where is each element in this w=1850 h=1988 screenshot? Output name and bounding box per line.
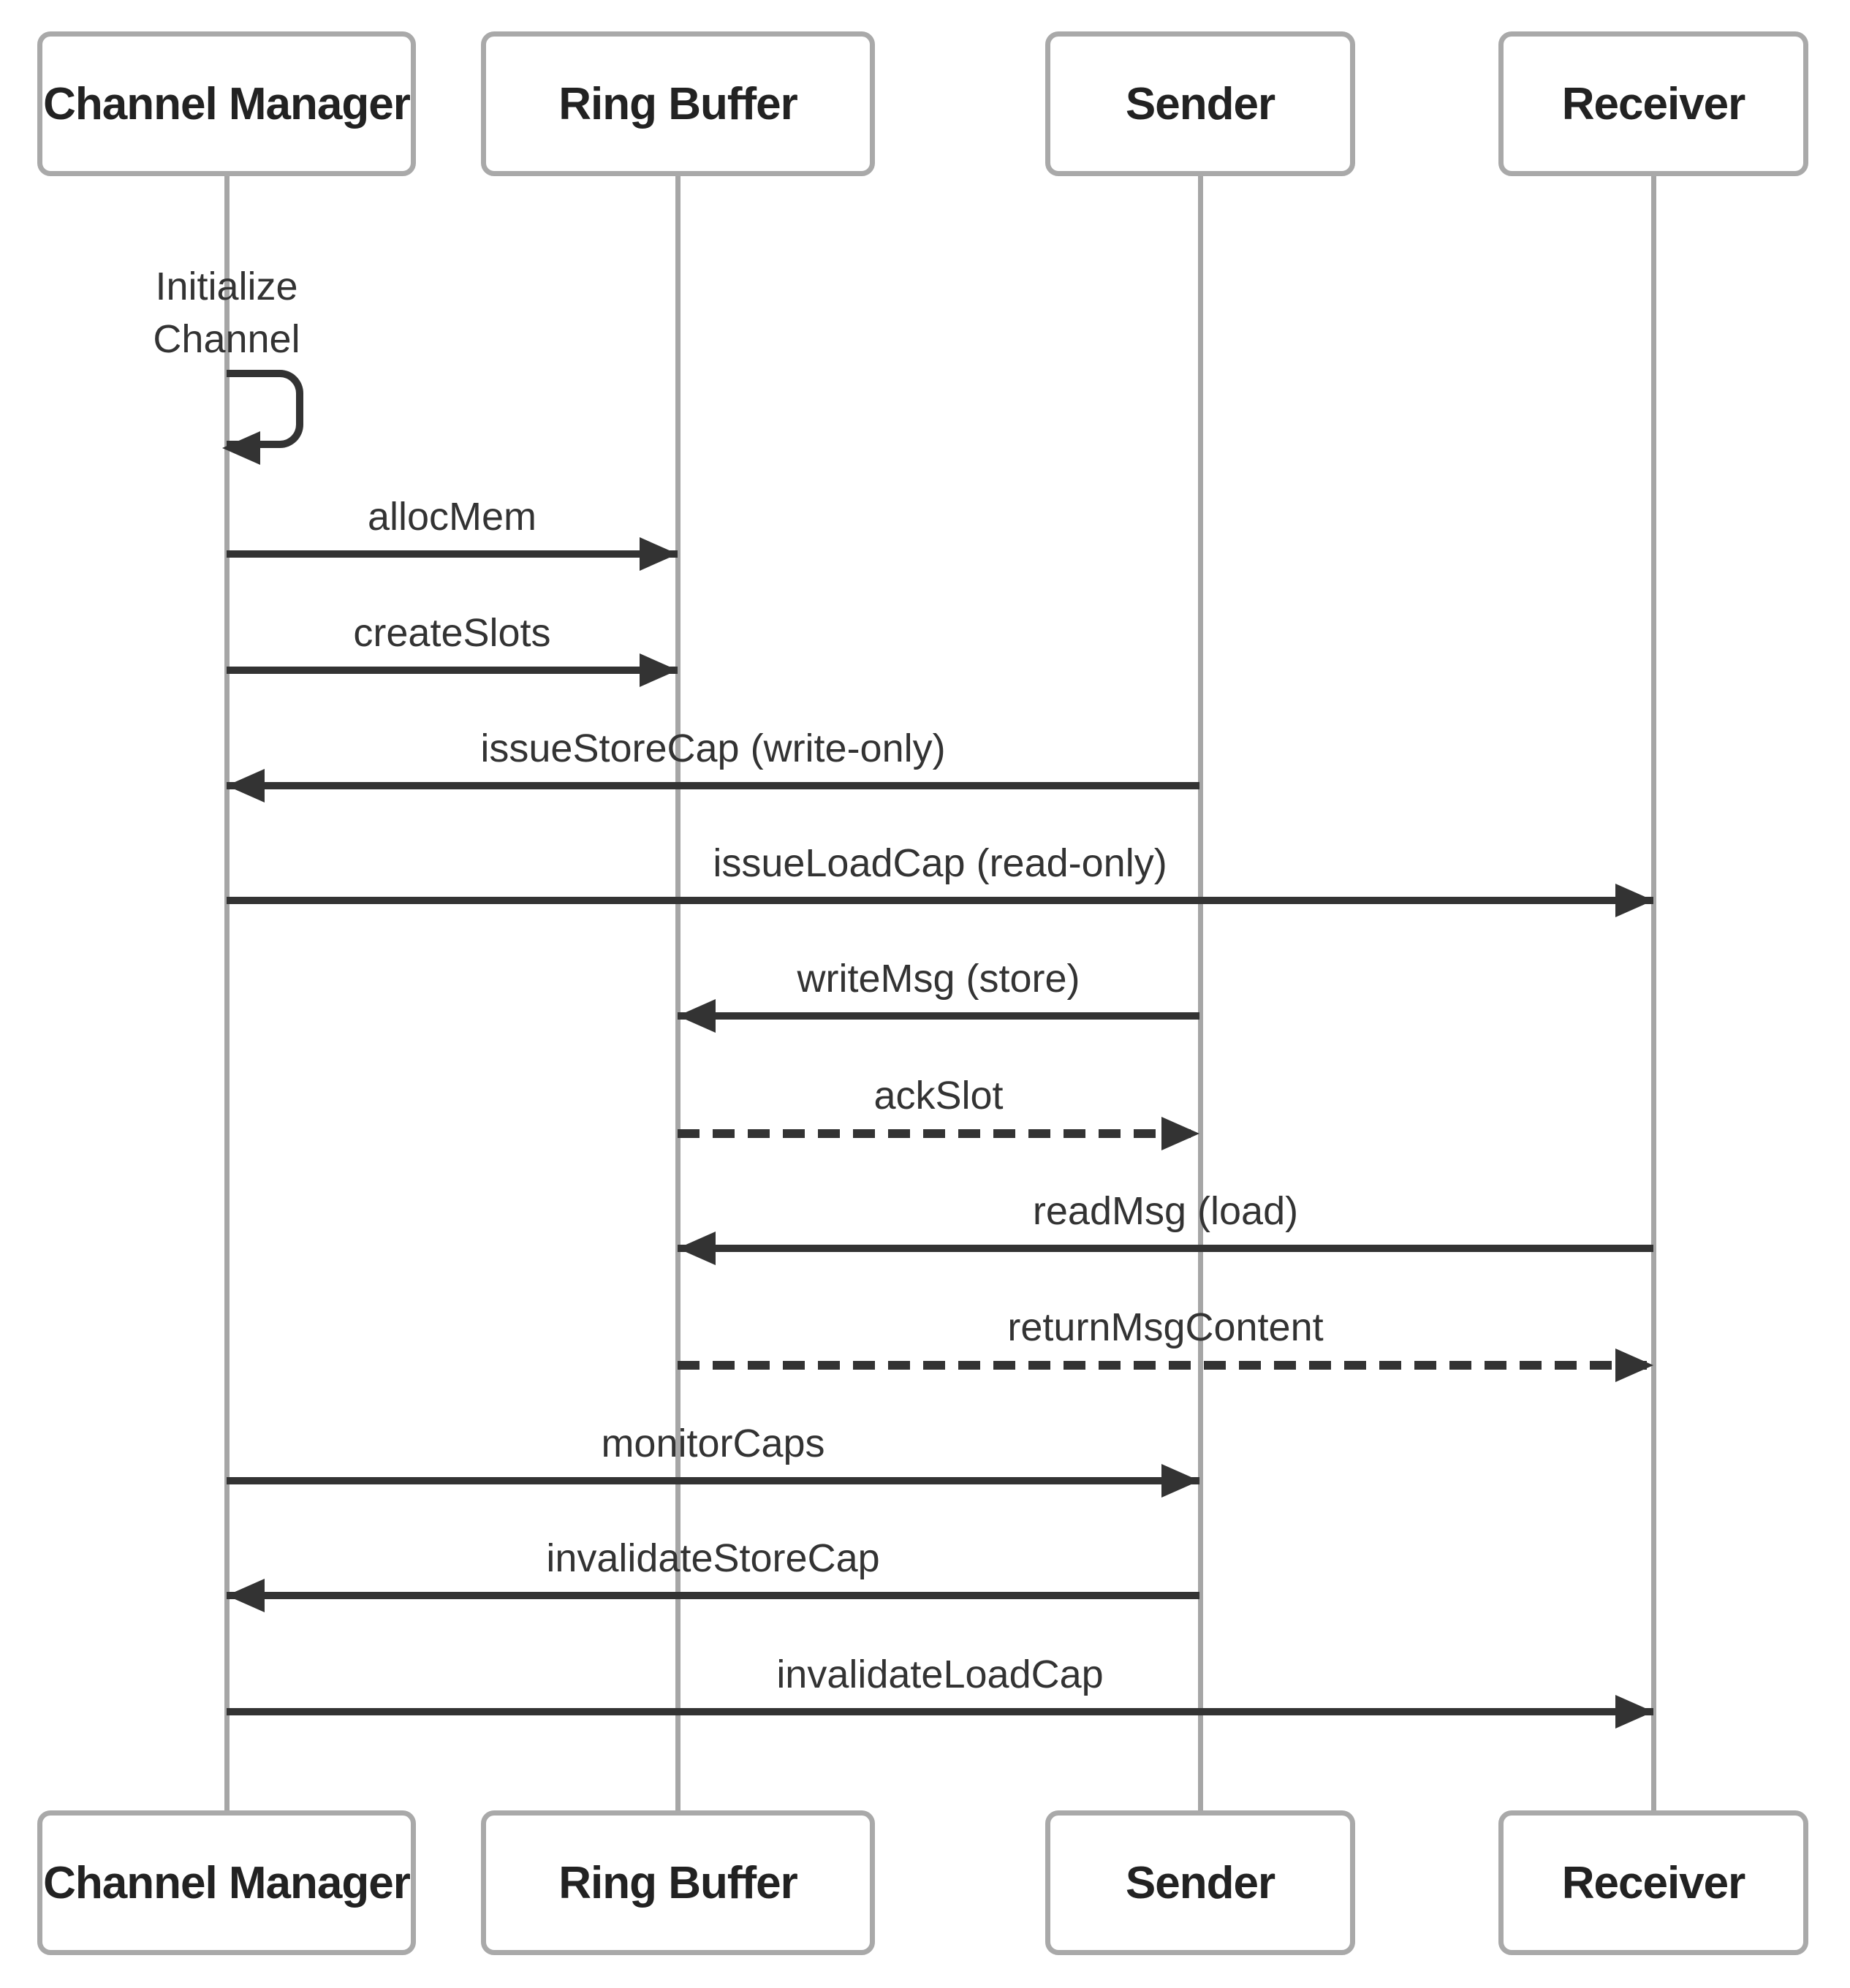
message-label: invalidateStoreCap xyxy=(546,1536,880,1580)
message-label: monitorCaps xyxy=(601,1422,825,1465)
arrowhead-icon xyxy=(678,999,716,1033)
actor-box-channel-manager-bottom: Channel Manager xyxy=(37,1810,416,1955)
arrowhead-icon xyxy=(1161,1117,1199,1150)
lifeline-channel-manager xyxy=(224,175,230,1811)
self-message-initialize-channel-label: Initialize Channel xyxy=(110,260,344,365)
message-arrow xyxy=(227,884,1653,917)
message-arrow xyxy=(227,1695,1653,1729)
message-label: allocMem xyxy=(367,495,537,539)
message-arrow xyxy=(227,1579,1199,1612)
message-arrow xyxy=(227,537,678,571)
lifeline-ring-buffer xyxy=(675,175,681,1811)
lifeline-sender xyxy=(1198,175,1203,1811)
message-arrow xyxy=(678,1232,1653,1265)
arrowhead-icon xyxy=(1161,1464,1199,1498)
message-arrow xyxy=(678,999,1199,1033)
message-invalidatestorecap: invalidateStoreCap xyxy=(227,1535,1199,1612)
message-label: createSlots xyxy=(353,611,551,655)
arrowhead-icon xyxy=(640,537,678,571)
arrowhead-icon xyxy=(222,431,260,465)
lifeline-receiver xyxy=(1651,175,1656,1811)
message-label: ackSlot xyxy=(873,1074,1004,1118)
actor-box-ring-buffer-bottom: Ring Buffer xyxy=(481,1810,875,1955)
message-arrow-dashed xyxy=(678,1117,1199,1150)
message-issueloadcap: issueLoadCap (read-only) xyxy=(227,840,1653,917)
message-label: readMsg (load) xyxy=(1032,1189,1299,1233)
actor-box-channel-manager-top: Channel Manager xyxy=(37,31,416,176)
arrowhead-icon xyxy=(678,1232,716,1265)
actor-box-receiver-top: Receiver xyxy=(1498,31,1808,176)
message-arrow xyxy=(227,653,678,687)
message-allocmem: allocMem xyxy=(227,493,678,571)
message-label: returnMsgContent xyxy=(1007,1305,1324,1349)
arrowhead-icon xyxy=(1615,1695,1653,1729)
self-message-loop-arrow xyxy=(222,370,303,465)
message-issuestorecap: issueStoreCap (write-only) xyxy=(227,725,1199,803)
arrowhead-icon xyxy=(227,1579,265,1612)
message-label: issueStoreCap (write-only) xyxy=(480,726,946,770)
actor-box-sender-bottom: Sender xyxy=(1045,1810,1355,1955)
message-readmsg: readMsg (load) xyxy=(678,1188,1653,1265)
message-arrow xyxy=(227,769,1199,803)
message-label: invalidateLoadCap xyxy=(776,1653,1104,1696)
actor-box-ring-buffer-top: Ring Buffer xyxy=(481,31,875,176)
message-ackslot: ackSlot xyxy=(678,1072,1199,1150)
arrowhead-icon xyxy=(227,769,265,803)
message-writemsg: writeMsg (store) xyxy=(678,955,1199,1033)
actor-box-receiver-bottom: Receiver xyxy=(1498,1810,1808,1955)
message-createslots: createSlots xyxy=(227,610,678,687)
arrowhead-icon xyxy=(1615,884,1653,917)
arrowhead-icon xyxy=(640,653,678,687)
message-label: issueLoadCap (read-only) xyxy=(713,841,1167,885)
message-arrow xyxy=(227,1464,1199,1498)
message-arrow-dashed xyxy=(678,1348,1653,1382)
self-message-label-line2: Channel xyxy=(153,317,300,361)
arrowhead-icon xyxy=(1615,1348,1653,1382)
message-monitorcaps: monitorCaps xyxy=(227,1420,1199,1498)
message-invalidateloadcap: invalidateLoadCap xyxy=(227,1651,1653,1729)
message-label: writeMsg (store) xyxy=(797,957,1080,1001)
message-returnmsgcontent: returnMsgContent xyxy=(678,1304,1653,1382)
actor-box-sender-top: Sender xyxy=(1045,31,1355,176)
self-message-label-line1: Initialize xyxy=(155,265,298,308)
